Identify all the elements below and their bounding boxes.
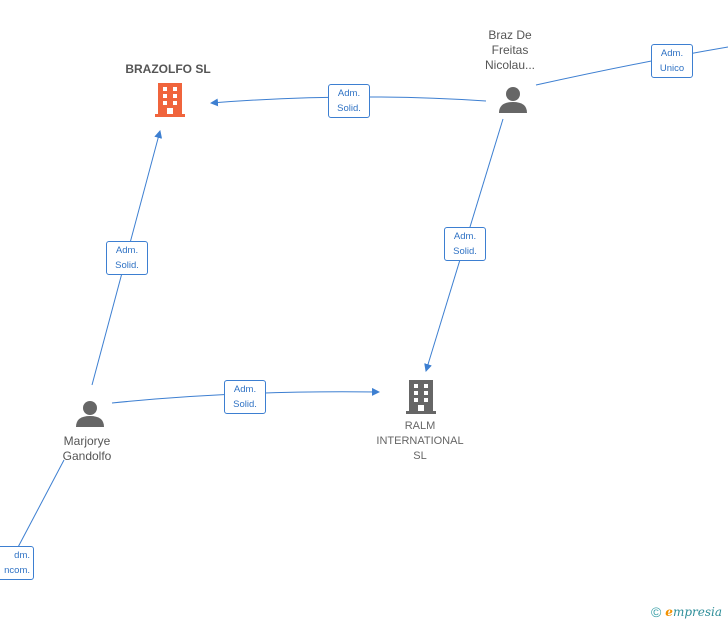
copyright-icon: © — [650, 604, 662, 620]
edge-offscreen-marjorye — [15, 459, 65, 552]
edge-label-line: Adm. — [660, 48, 684, 59]
edge-label-line: dm. — [14, 550, 30, 561]
edge-label-braz-brazolfo[interactable]: Adm. Solid. — [328, 84, 370, 118]
person-icon-marjorye[interactable] — [76, 401, 104, 427]
edge-label-line: Adm. — [233, 384, 257, 395]
company-label-ralm-line: INTERNATIONAL — [376, 435, 464, 447]
edge-label-offscreen-marjorye[interactable]: dm. ncom. — [0, 546, 34, 580]
empresia-credit[interactable]: © empresia — [651, 604, 722, 620]
person-label-marjorye[interactable]: Marjorye Gandolfo — [47, 434, 127, 464]
company-label-brazolfo[interactable]: BRAZOLFO SL — [125, 62, 211, 76]
person-icon-braz[interactable] — [499, 87, 527, 113]
building-icon-ralm[interactable] — [406, 380, 436, 414]
edge-label-line: Adm. — [115, 245, 139, 256]
edge-label-marjorye-brazolfo[interactable]: Adm. Solid. — [106, 241, 148, 275]
person-label-braz-line: Nicolau... — [484, 58, 536, 72]
edge-label-line: Solid. — [337, 103, 361, 114]
brand-logo: empresia — [665, 605, 722, 619]
person-label-marjorye-line: Marjorye — [63, 434, 111, 448]
brand-initial: e — [665, 605, 673, 619]
building-icon-brazolfo[interactable] — [155, 83, 185, 117]
company-label-ralm[interactable]: RALM INTERNATIONAL SL — [366, 419, 474, 464]
edge-label-line: Unico — [659, 63, 685, 74]
person-label-marjorye-line: Gandolfo — [62, 449, 112, 463]
edge-label-line: Solid. — [233, 399, 257, 410]
brand-rest: mpresia — [672, 605, 722, 619]
company-label-ralm-line: RALM — [404, 420, 436, 432]
person-label-braz-line: Freitas — [491, 43, 529, 57]
edge-label-line: Solid. — [453, 246, 477, 257]
edge-label-line: Solid. — [115, 260, 139, 271]
edge-label-line: ncom. — [4, 565, 30, 576]
edge-label-line: Adm. — [337, 88, 361, 99]
person-label-braz-line: Braz De — [488, 28, 532, 42]
company-label-ralm-line: SL — [413, 450, 427, 462]
edge-braz-offscreen — [535, 46, 728, 86]
edge-label-line: Adm. — [453, 231, 477, 242]
edge-label-marjorye-ralm[interactable]: Adm. Solid. — [224, 380, 266, 414]
edge-label-braz-offscreen[interactable]: Adm. Unico — [651, 44, 693, 78]
edge-label-braz-ralm[interactable]: Adm. Solid. — [444, 227, 486, 261]
person-label-braz[interactable]: Braz De Freitas Nicolau... — [470, 28, 550, 73]
